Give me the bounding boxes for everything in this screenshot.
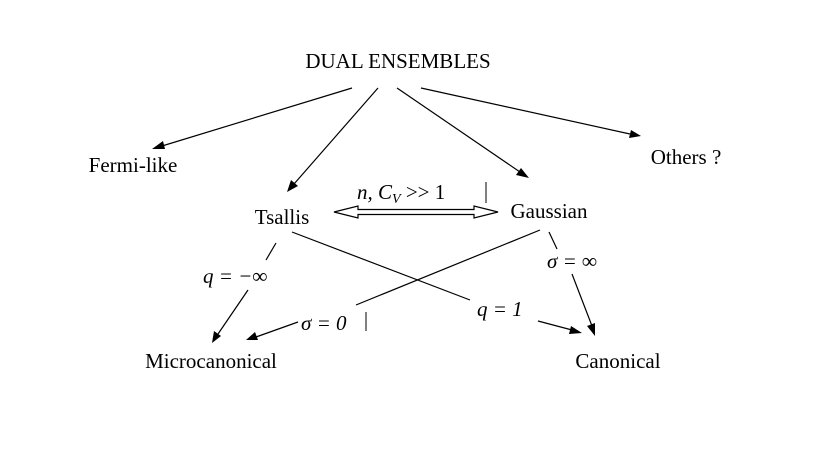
label-tsallis-gaussian-post: >> 1 bbox=[401, 180, 446, 204]
label-tsallis-gaussian-pre: n, C bbox=[357, 180, 393, 204]
label-q-equals-1: q = 1 bbox=[477, 297, 523, 321]
label-sigma-infinity: σ = ∞ bbox=[547, 249, 597, 273]
edge-root-fermi bbox=[152, 87, 353, 149]
edge-tsallis-canonical bbox=[291, 231, 582, 334]
double-arrow-tsallis-gaussian bbox=[333, 205, 499, 219]
label-tsallis-gaussian-sub: V bbox=[392, 192, 402, 207]
node-tsallis: Tsallis bbox=[255, 205, 310, 229]
edge-gaussian-micro bbox=[246, 229, 541, 340]
edge-root-tsallis bbox=[287, 87, 379, 192]
node-others: Others ? bbox=[651, 145, 722, 169]
edge-root-others bbox=[420, 87, 641, 138]
node-gaussian: Gaussian bbox=[511, 199, 588, 223]
node-dual-ensembles: DUAL ENSEMBLES bbox=[305, 49, 490, 73]
edge-gaussian-canonical bbox=[548, 231, 595, 336]
label-sigma-zero: σ = 0 bbox=[301, 311, 347, 335]
node-microcanonical: Microcanonical bbox=[145, 349, 277, 373]
node-canonical: Canonical bbox=[575, 349, 660, 373]
label-q-minus-infinity: q = −∞ bbox=[203, 264, 267, 288]
edge-tsallis-micro bbox=[212, 242, 277, 343]
edge-root-gaussian bbox=[396, 87, 529, 178]
label-tsallis-gaussian: n, CV >> 1 bbox=[357, 180, 445, 207]
node-fermi-like: Fermi-like bbox=[89, 153, 178, 177]
